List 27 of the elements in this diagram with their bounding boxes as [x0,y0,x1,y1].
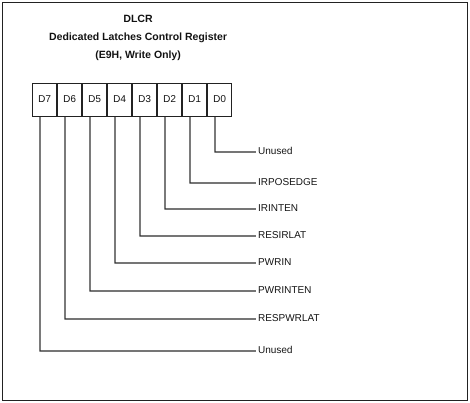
register-name: DLCR [122,13,154,25]
bit-field-name: PWRIN [256,256,346,270]
bit-cell: D3 [132,83,157,117]
bit-cell: D4 [107,83,132,117]
bit-field-name: RESPWRLAT [256,312,346,326]
leader-line [89,117,256,292]
register-address: (E9H, Write Only) [94,49,182,61]
leader-line [214,117,256,153]
bit-field-name: Unused [256,145,346,159]
bit-field-name: PWRINTEN [256,284,346,298]
bit-cell: D5 [82,83,107,117]
bit-cell: D1 [182,83,207,117]
bit-field-name: RESIRLAT [256,229,346,243]
register-title: Dedicated Latches Control Register [48,31,228,43]
bit-field-name: Unused [256,344,346,358]
bit-cell: D0 [207,83,232,117]
bit-cell: D2 [157,83,182,117]
bit-cell: D7 [32,83,57,117]
bit-field-name: IRINTEN [256,202,346,216]
leader-line [139,117,256,237]
bit-field-name: IRPOSEDGE [256,176,346,190]
bit-cell: D6 [57,83,82,117]
leader-line [189,117,256,184]
leader-line [64,117,256,320]
leader-line [114,117,256,264]
leader-line [39,117,256,352]
leader-line [164,117,256,210]
